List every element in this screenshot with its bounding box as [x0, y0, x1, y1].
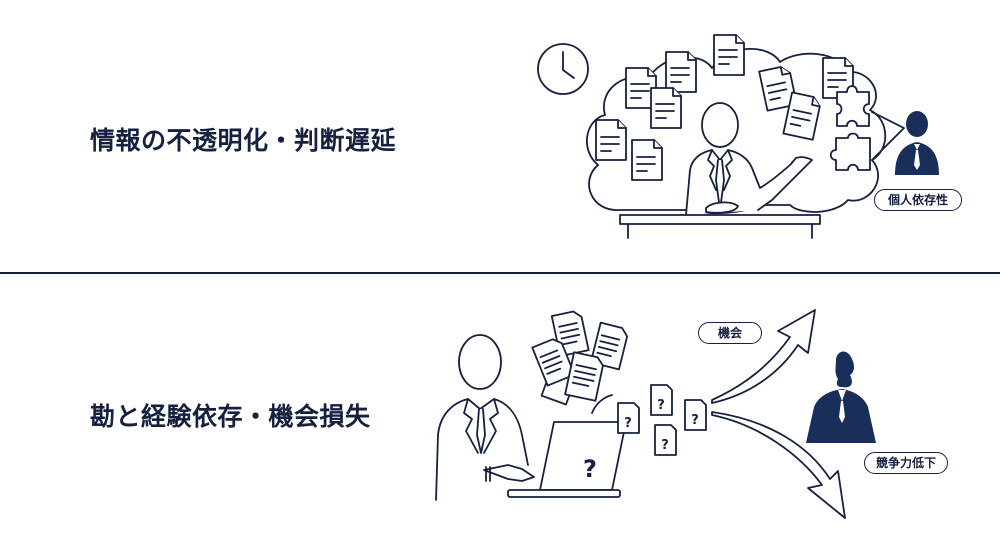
panel-information-opacity: 情報の不透明化・判断遅延	[0, 0, 1000, 270]
document-icon	[822, 57, 854, 99]
businessman-icon	[685, 102, 813, 216]
label-person-dependency: 個人依存性	[874, 189, 962, 211]
question-document-icon	[617, 402, 640, 434]
businessman-icon	[435, 334, 535, 501]
question-document-icon	[650, 384, 673, 416]
document-icon	[650, 87, 682, 129]
puzzle-piece-icon	[829, 132, 871, 171]
puzzle-piece-icon	[836, 85, 870, 127]
document-icon	[625, 67, 657, 109]
illustration-confused-businessman: ? ? ? ? ?	[435, 309, 876, 519]
svg-text:?: ?	[691, 413, 699, 428]
person-silhouette-icon	[806, 351, 876, 443]
document-icon	[782, 91, 821, 141]
section-divider	[0, 272, 1000, 274]
question-document-icon	[654, 424, 677, 456]
document-icon	[758, 66, 798, 112]
document-icon	[631, 139, 663, 181]
document-icon	[713, 34, 745, 76]
svg-text:?: ?	[661, 438, 669, 453]
svg-text:?: ?	[583, 455, 597, 483]
heading-intuition-dependency: 勘と経験依存・機会損失	[90, 402, 371, 431]
person-silhouette-icon	[895, 111, 939, 175]
question-document-icon	[684, 399, 707, 431]
label-competitiveness-decline: 競争力低下	[864, 452, 948, 474]
document-icon	[595, 119, 627, 161]
heading-information-opacity: 情報の不透明化・判断遅延	[90, 126, 397, 155]
label-opportunity: 機会	[698, 322, 762, 344]
svg-text:?: ?	[624, 416, 632, 431]
document-stack-icon	[531, 310, 629, 406]
document-icon	[665, 51, 697, 93]
clock-icon	[537, 43, 589, 95]
arrow-up-icon	[711, 309, 816, 404]
desk-icon	[619, 214, 821, 239]
svg-text:?: ?	[657, 398, 665, 413]
arrow-down-icon	[711, 411, 846, 519]
illustration-thinking-businessman	[537, 34, 939, 239]
panel-intuition-dependency: 勘と経験依存・機会損失	[0, 275, 1000, 545]
laptop-icon	[507, 421, 627, 498]
